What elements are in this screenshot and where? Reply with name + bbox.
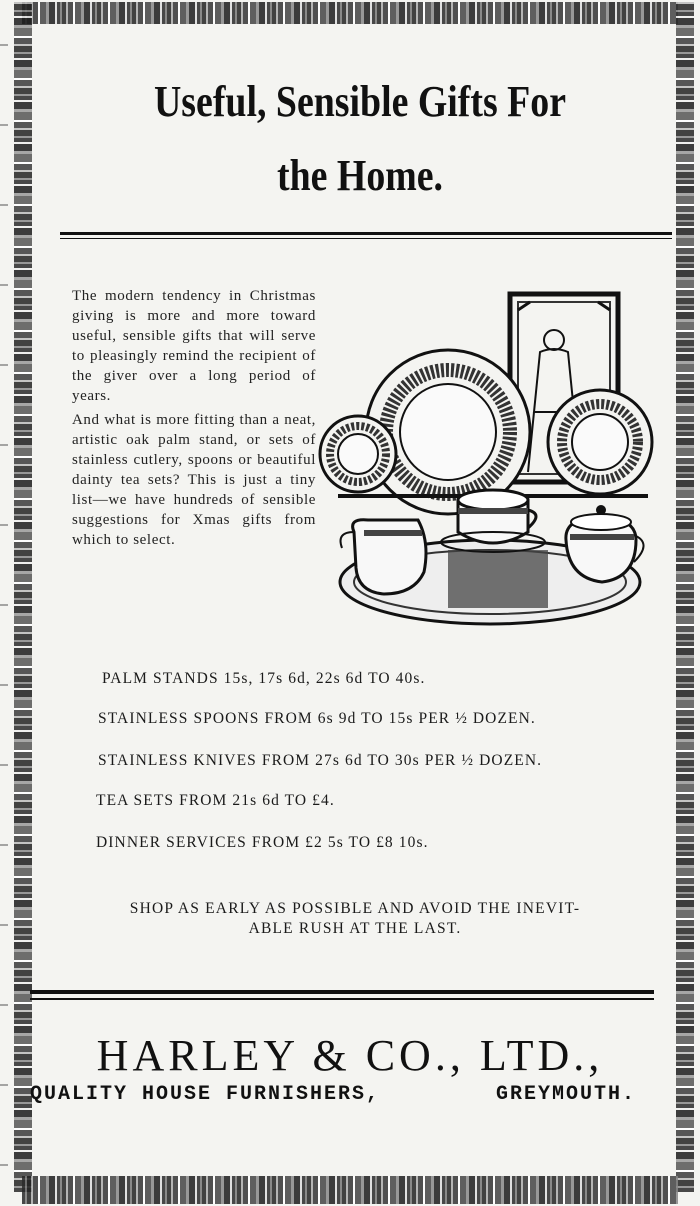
border-top-ornament [22, 2, 678, 24]
footer-rule [30, 990, 654, 994]
tea-set-illustration [318, 291, 654, 626]
headline-line-2: the Home. [276, 151, 444, 200]
headline-rule-thin [60, 238, 672, 239]
intro-text: The modern tendency in Christmas giving … [72, 286, 316, 554]
sugar-bowl-icon [564, 505, 645, 584]
milk-jug-icon [339, 518, 428, 596]
border-left-ornament [14, 2, 32, 1192]
border-right-ornament [676, 2, 694, 1192]
intro-paragraph-2: And what is more fitting than a neat, ar… [72, 412, 316, 548]
advice-line-2: ABLE RUSH AT THE LAST. [248, 920, 462, 937]
cup-icon [440, 488, 546, 553]
price-stainless-knives: STAINLESS KNIVES FROM 27s 6d TO 30s PER … [98, 752, 543, 769]
right-plate-icon [546, 388, 654, 496]
small-plate-icon [318, 414, 398, 494]
price-dinner-services: DINNER SERVICES FROM £2 5s TO £8 10s. [96, 834, 429, 851]
price-tea-sets: TEA SETS FROM 21s 6d TO £4. [96, 792, 335, 809]
firm-name: HARLEY & CO., LTD., [96, 1031, 604, 1080]
price-palm-stands: PALM STANDS 15s, 17s 6d, 22s 6d TO 40s. [102, 670, 426, 687]
border-bottom-ornament [22, 1176, 678, 1204]
firm-location: GREYMOUTH. [496, 1083, 637, 1106]
headline-line-1: Useful, Sensible Gifts For [153, 77, 567, 126]
footer-rule-thin [30, 998, 654, 1000]
page-edge [0, 0, 8, 1206]
headline-rule [60, 232, 672, 235]
firm-tagline: QUALITY HOUSE FURNISHERS, [30, 1083, 381, 1106]
price-stainless-spoons: STAINLESS SPOONS FROM 6s 9d TO 15s PER ½… [98, 710, 536, 727]
advice-line-1: SHOP AS EARLY AS POSSIBLE AND AVOID THE … [129, 900, 581, 917]
intro-paragraph-1: The modern tendency in Christmas giving … [72, 288, 316, 404]
